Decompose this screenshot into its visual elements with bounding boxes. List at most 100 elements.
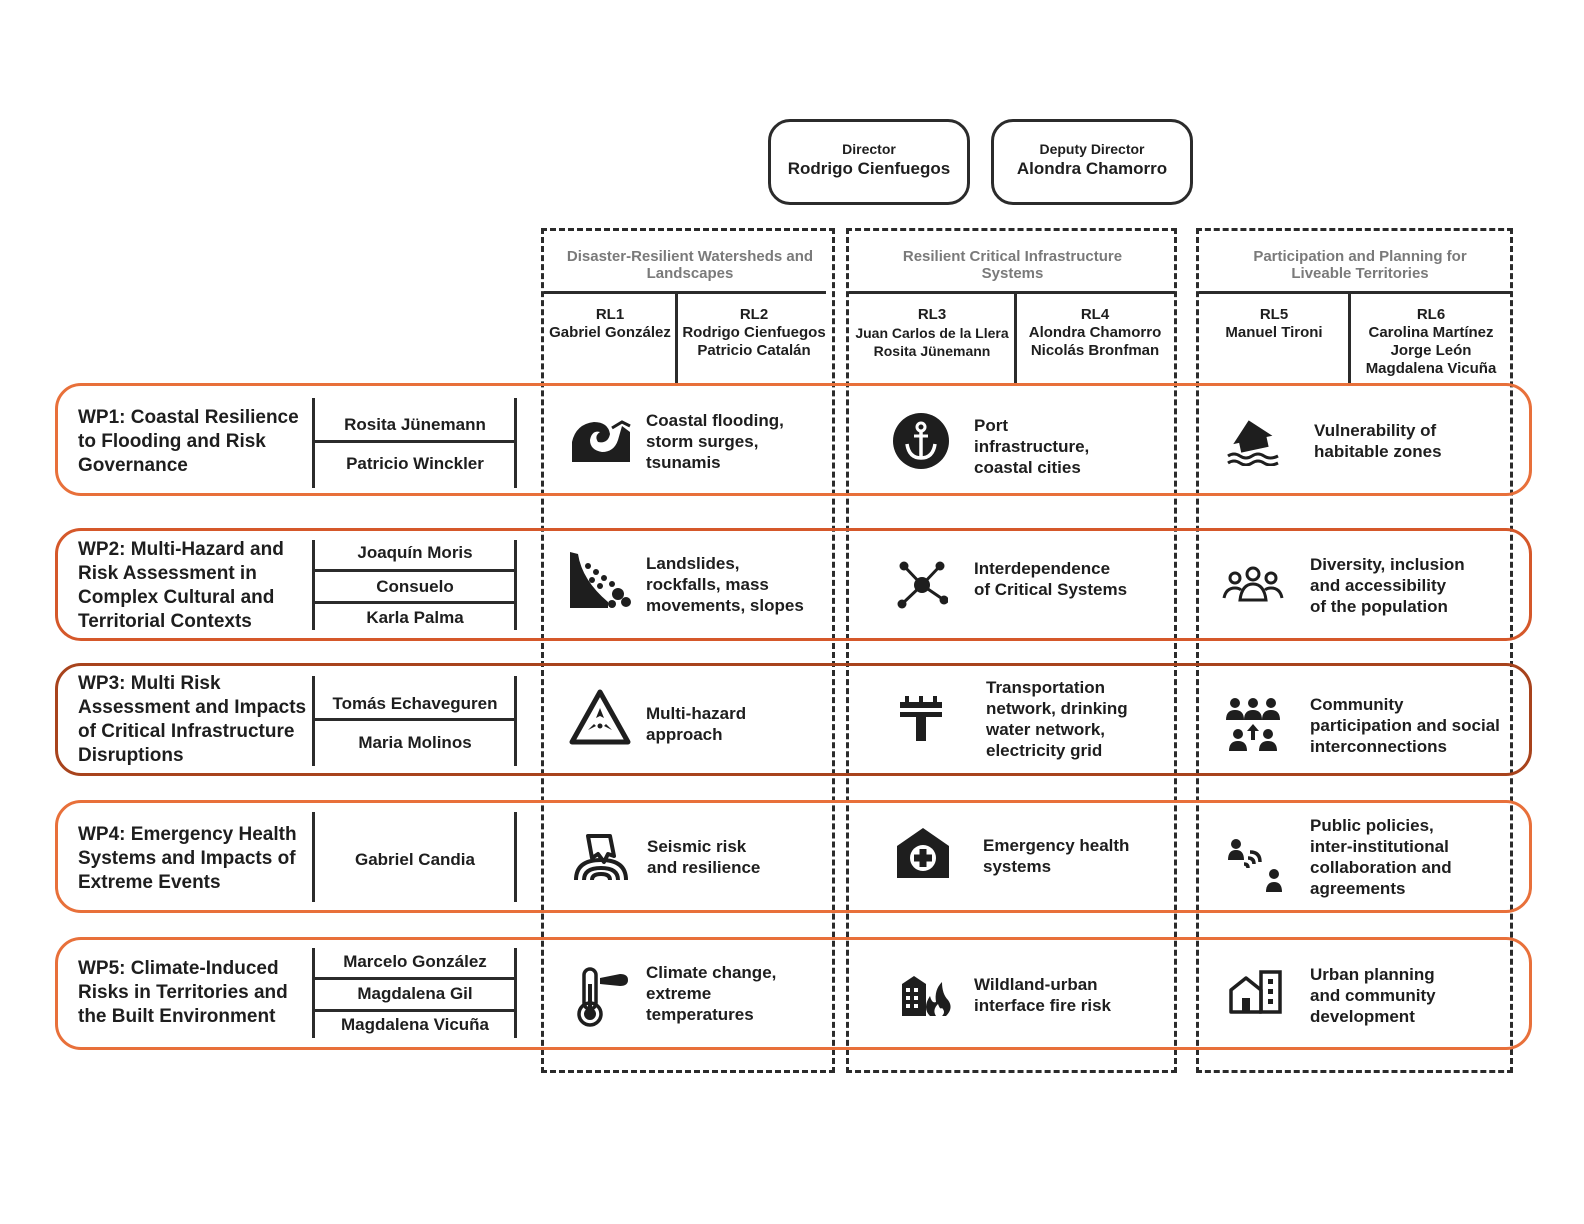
hazard-triangle-icon — [569, 689, 631, 745]
building-fire-icon — [902, 976, 951, 1016]
rl-leads: Alondra Chamorro Nicolás Bronfman — [1028, 324, 1162, 359]
rl-code: RL1 — [595, 306, 625, 323]
wp3-rl56-text: Community participation and social inter… — [1310, 695, 1500, 756]
wp5-row — [55, 937, 1532, 1050]
wp5-title: WP5: Climate-Induced Risks in Territorie… — [78, 958, 288, 1027]
lead-divider — [514, 948, 517, 1038]
wp4-title: WP4: Emergency Health Systems and Impact… — [78, 824, 297, 893]
community-icon — [1226, 698, 1280, 751]
rl-leads: Carolina Martínez Jorge León Magdalena V… — [1365, 324, 1497, 377]
director-role: Director — [842, 141, 896, 157]
wp5-lead: Magdalena Vicuña — [340, 1015, 489, 1034]
landslide-icon — [570, 552, 631, 608]
lead-divider — [514, 812, 517, 902]
rl-code: RL3 — [917, 306, 947, 323]
wp4-rl12-text: Seismic risk and resilience — [647, 837, 761, 877]
wp2-lead: Consuelo — [376, 577, 454, 596]
theme-title-infrastructure: Resilient Critical Infrastructure System… — [902, 248, 1123, 282]
lead-divider — [312, 948, 315, 1038]
lead-divider — [514, 676, 517, 766]
theme-divider — [544, 291, 826, 294]
wp3-rl34-text: Transportation network, drinking water n… — [986, 678, 1128, 760]
lead-separator — [315, 440, 514, 443]
lead-separator — [315, 1009, 514, 1012]
group-icon — [1222, 566, 1284, 602]
rl1-header: RL1 Gabriel González — [546, 306, 674, 342]
flooded-house-icon — [1227, 420, 1279, 466]
lead-separator — [315, 569, 514, 572]
wp5-lead: Magdalena Gil — [357, 984, 473, 1003]
wp4-rl34-text: Emergency health systems — [983, 836, 1130, 876]
lead-divider — [312, 676, 315, 766]
rl-leads: Manuel Tironi — [1225, 324, 1323, 341]
lead-divider — [312, 540, 315, 630]
wp3-lead: Tomás Echaveguren — [332, 694, 498, 713]
network-icon — [897, 561, 948, 609]
urban-planning-icon — [1229, 970, 1282, 1014]
wp1-lead: Rosita Jünemann — [344, 415, 486, 434]
wp1-lead: Patricio Winckler — [346, 454, 484, 473]
wp3-title: WP3: Multi Risk Assessment and Impacts o… — [78, 673, 307, 766]
theme-divider — [1199, 291, 1512, 294]
rl-divider — [1014, 291, 1017, 383]
wp1-title: WP1: Coastal Resilience to Flooding and … — [78, 407, 299, 476]
rl-code: RL4 — [1080, 306, 1110, 323]
theme-column-territories — [1196, 228, 1513, 1073]
rl-leads: Gabriel González — [549, 324, 671, 341]
deputy-director-role: Deputy Director — [1039, 141, 1145, 157]
lead-divider — [514, 398, 517, 488]
rl-code: RL5 — [1259, 306, 1289, 323]
wp1-rl34-text: Port infrastructure, coastal cities — [974, 416, 1090, 477]
wp2-lead: Karla Palma — [366, 608, 464, 627]
wp5-rl12-text: Climate change, extreme temperatures — [646, 963, 777, 1024]
wp1-row — [55, 383, 1532, 496]
wp4-row — [55, 800, 1532, 913]
wp3-row — [55, 663, 1532, 776]
rl-leads: Rodrigo Cienfuegos Patricio Catalán — [682, 324, 826, 359]
theme-column-watersheds — [541, 228, 835, 1073]
wp1-rl12-text: Coastal flooding, storm surges, tsunamis — [646, 411, 784, 472]
rl-code: RL6 — [1416, 306, 1446, 323]
wp5-lead: Marcelo González — [343, 952, 487, 971]
lead-separator — [315, 601, 514, 604]
wave-icon — [572, 420, 631, 462]
wp2-rl34-text: Interdependence of Critical Systems — [974, 559, 1128, 599]
wp5-rl56-text: Urban planning and community development — [1310, 965, 1436, 1026]
thermometer-icon — [577, 967, 628, 1027]
rl2-header: RL2 Rodrigo Cienfuegos Patricio Catalán — [680, 306, 828, 360]
wp2-row — [55, 528, 1532, 641]
lead-divider — [312, 812, 315, 902]
rl-divider — [1348, 291, 1351, 383]
rl6-header: RL6 Carolina Martínez Jorge León Magdale… — [1352, 306, 1510, 378]
hospital-icon — [897, 828, 949, 878]
wp2-lead: Joaquín Moris — [357, 543, 473, 562]
lead-separator — [315, 718, 514, 721]
wp5-rl34-text: Wildland-urban interface fire risk — [974, 975, 1112, 1015]
rl4-header: RL4 Alondra Chamorro Nicolás Bronfman — [1018, 306, 1172, 360]
theme-column-infrastructure — [846, 228, 1177, 1073]
lead-divider — [514, 540, 517, 630]
rl5-header: RL5 Manuel Tironi — [1202, 306, 1346, 342]
wp2-rl56-text: Diversity, inclusion and accessibility o… — [1310, 555, 1465, 616]
deputy-director-name: Alondra Chamorro — [1016, 159, 1168, 178]
deputy-director-box: Deputy Director Alondra Chamorro — [991, 119, 1193, 205]
wp2-rl12-text: Landslides, rockfalls, mass movements, s… — [646, 554, 804, 615]
rl-divider — [675, 291, 678, 383]
wp3-lead: Maria Molinos — [358, 733, 472, 752]
director-box: Director Rodrigo Cienfuegos — [768, 119, 970, 205]
lead-divider — [312, 398, 315, 488]
theme-title-territories: Participation and Planning for Liveable … — [1253, 248, 1467, 282]
theme-title-watersheds: Disaster-Resilient Watersheds and Landsc… — [566, 248, 814, 282]
rl-code: RL2 — [739, 306, 769, 323]
anchor-icon — [893, 413, 949, 469]
wp4-rl56-text: Public policies, inter-institutional col… — [1310, 816, 1452, 898]
wp3-rl12-text: Multi-hazard approach — [646, 704, 747, 744]
director-name: Rodrigo Cienfuegos — [787, 159, 951, 178]
wp1-rl56-text: Vulnerability of habitable zones — [1314, 421, 1442, 461]
theme-divider — [849, 291, 1175, 294]
collaboration-icon — [1228, 839, 1282, 892]
lead-separator — [315, 977, 514, 980]
seismic-icon — [574, 834, 628, 881]
wp4-lead: Gabriel Candia — [355, 850, 475, 869]
rl3-header: RL3 Juan Carlos de la Llera Rosita Jünem… — [852, 306, 1012, 360]
